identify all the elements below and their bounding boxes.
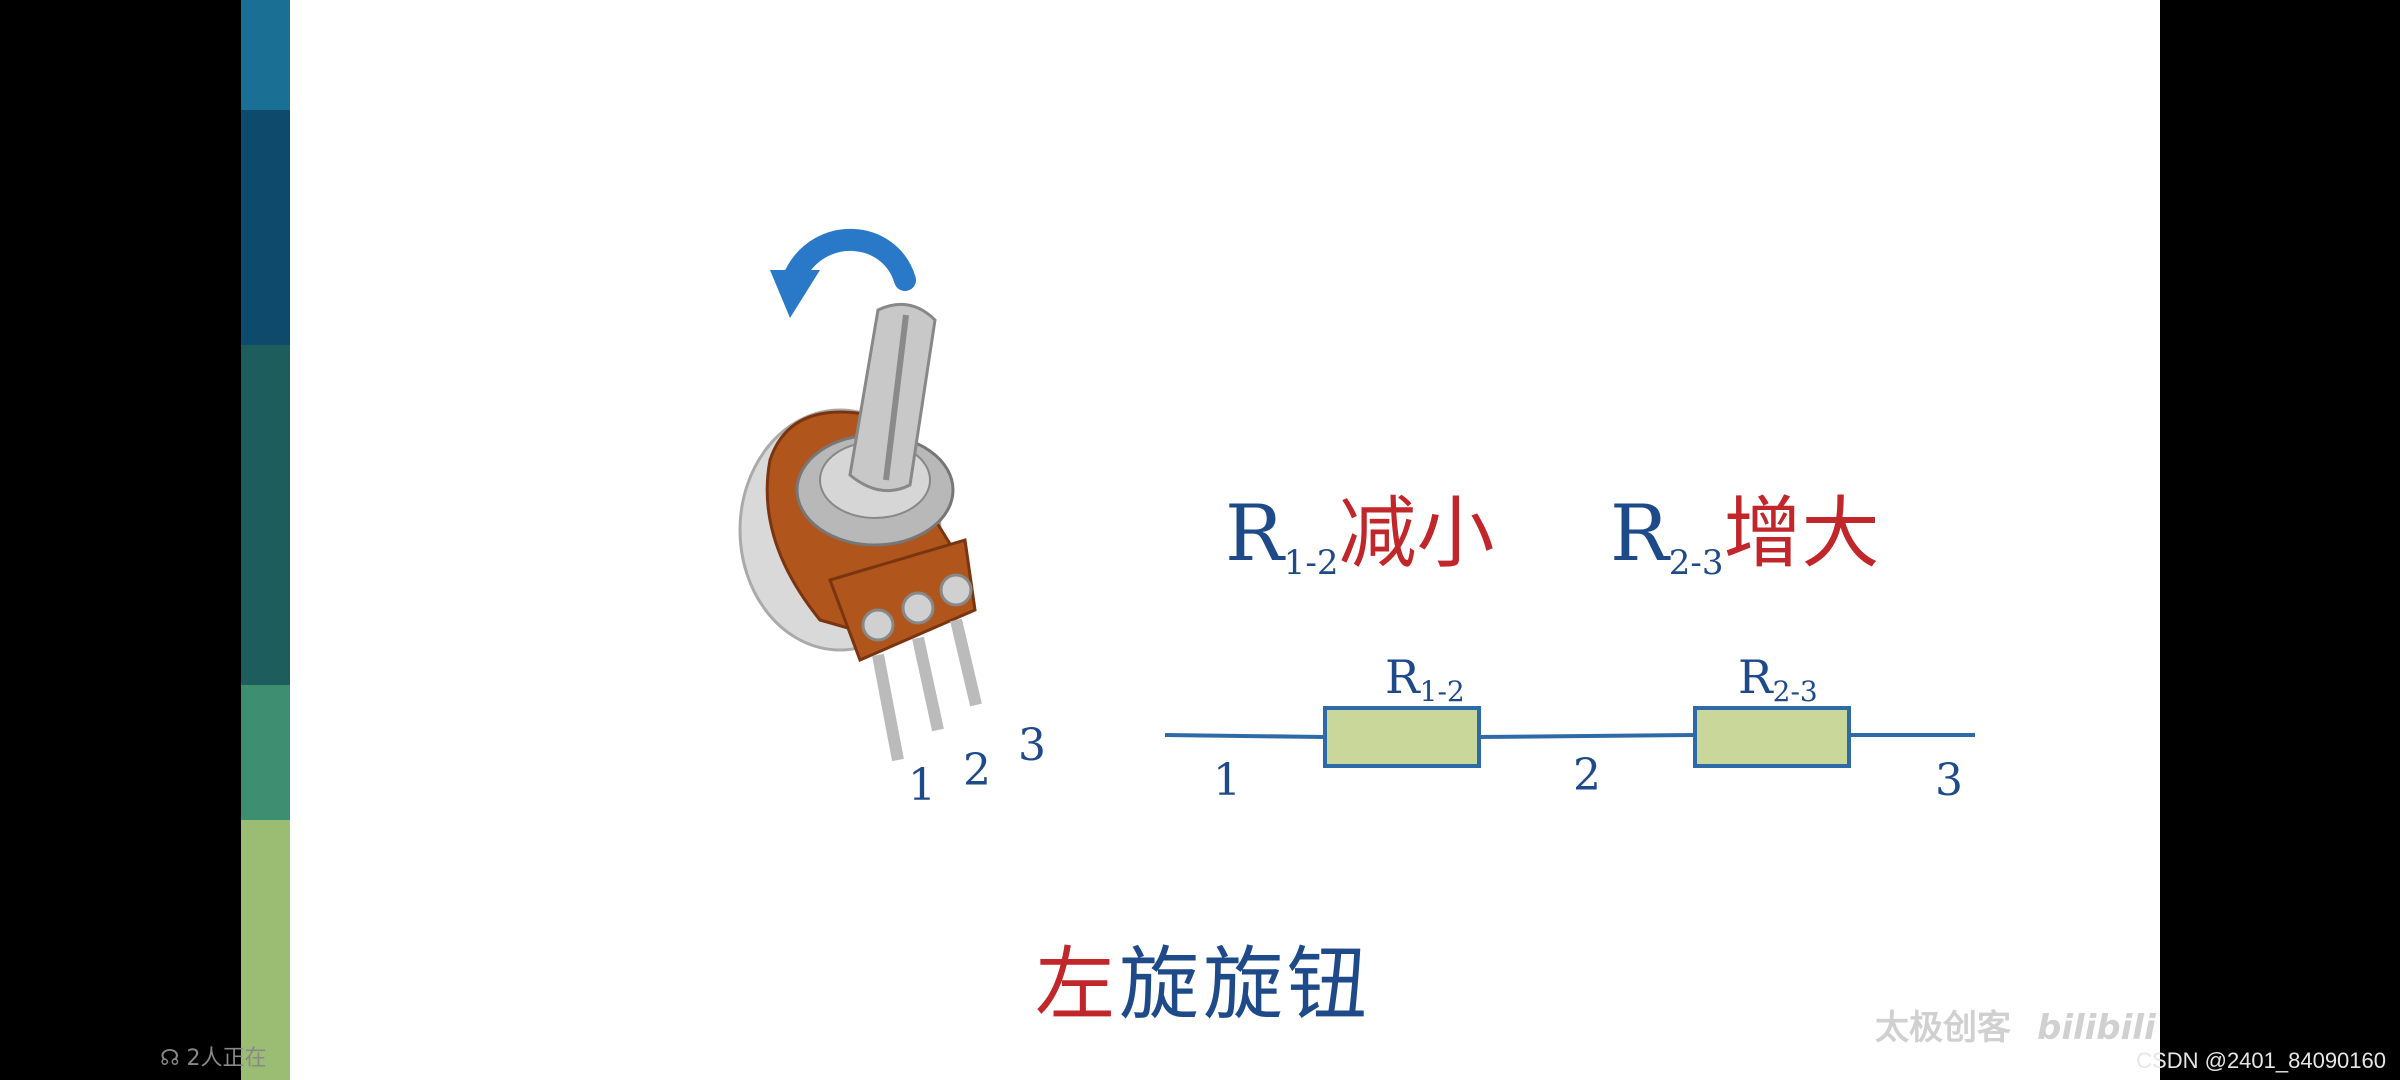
slide-stripe-1 — [241, 0, 290, 110]
arrow-head — [770, 270, 820, 318]
resistor-subscript: 2-3 — [1772, 675, 1818, 708]
pot-pin-label-2: 2 — [963, 745, 991, 796]
slide-stripe-2 — [241, 110, 290, 345]
shaft-slot — [883, 314, 909, 481]
resistor-r23 — [1693, 706, 1851, 768]
formula-subscript: 1-2 — [1283, 543, 1339, 583]
slide-stripe-4 — [241, 685, 290, 820]
counterclockwise-arrow-icon — [784, 229, 916, 291]
wire-1 — [1164, 733, 1326, 739]
terminal-hole-1 — [861, 608, 895, 642]
lecture-slide: 1 2 3 R1-2减小 R2-3增大 R1-2 R2-3 1 2 3 左旋旋钮 — [290, 0, 2160, 1080]
resistor-symbol: R — [1738, 650, 1773, 704]
formula-r23-increase: R2-3增大 — [1610, 495, 1880, 580]
csdn-credit: CSDN @2401_84090160 — [2136, 1048, 2386, 1073]
slide-stripe-5 — [241, 820, 290, 1080]
formula-subscript: 2-3 — [1668, 543, 1724, 583]
resistor-symbol: R — [1385, 650, 1420, 704]
resistor-label-r12: R1-2 — [1385, 650, 1465, 708]
pot-pin-label-1: 1 — [908, 760, 936, 811]
formula-r12-decrease: R1-2减小 — [1225, 495, 1495, 580]
resistor-label-r23: R2-3 — [1738, 650, 1818, 708]
circuit-node-label-1: 1 — [1213, 755, 1241, 806]
channel-name: 太极创客 — [1875, 1008, 2011, 1048]
resistor-circuit-diagram — [1164, 706, 1975, 768]
pin-2 — [912, 636, 944, 732]
wire-2 — [1478, 733, 1696, 739]
circuit-node-label-2: 2 — [1573, 750, 1601, 801]
resistor-subscript: 1-2 — [1419, 675, 1465, 708]
viewer-count-text: 2人正在 — [186, 1046, 267, 1071]
formula-symbol: R — [1610, 489, 1669, 579]
slide-stripe-3 — [241, 345, 290, 685]
terminal-hole-3 — [939, 573, 973, 607]
slide-caption: 左旋旋钮 — [1035, 920, 1371, 1036]
pin-1 — [872, 653, 904, 762]
formula-text: 减小 — [1338, 489, 1495, 579]
circuit-node-label-3: 3 — [1935, 755, 1963, 806]
pin-3 — [950, 618, 982, 707]
caption-highlight: 左 — [1035, 938, 1119, 1031]
pot-pin-label-3: 3 — [1018, 720, 1046, 771]
bilibili-logo: bilibili — [2037, 1008, 2156, 1048]
formula-symbol: R — [1225, 489, 1284, 579]
pot-shaft — [848, 302, 937, 493]
formula-text: 增大 — [1723, 489, 1880, 579]
caption-rest: 旋旋钮 — [1119, 938, 1371, 1031]
potentiometer-illustration — [738, 229, 982, 762]
viewer-count: ☊ 2人正在 — [160, 1040, 267, 1072]
terminal-hole-2 — [901, 591, 935, 625]
channel-watermark: 太极创客 bilibili — [1875, 1000, 2156, 1049]
headphone-icon: ☊ — [160, 1046, 180, 1071]
resistor-r12 — [1323, 706, 1481, 768]
